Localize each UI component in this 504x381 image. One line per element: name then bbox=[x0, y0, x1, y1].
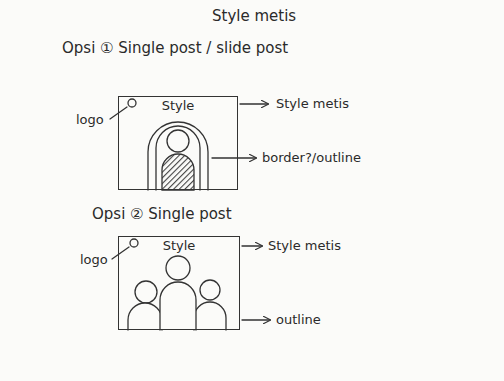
sketch-note: logo bbox=[76, 112, 104, 128]
sketch-note: Opsi ① Single post / slide post bbox=[62, 40, 288, 56]
post-frame: Style bbox=[118, 236, 240, 330]
person-body bbox=[128, 303, 162, 330]
person-head bbox=[166, 256, 190, 280]
leader-line bbox=[212, 157, 256, 158]
sketch-note: logo bbox=[80, 252, 108, 268]
sketch-title: Style metis bbox=[212, 8, 296, 24]
person-head bbox=[135, 281, 157, 303]
leader-line bbox=[242, 245, 262, 246]
sketch-note: Style metis bbox=[268, 238, 341, 254]
person-body bbox=[160, 282, 196, 330]
logo-circle bbox=[130, 239, 138, 247]
sketch-note: Opsi ② Single post bbox=[92, 206, 232, 222]
frame-heading: Style bbox=[119, 97, 237, 113]
person-body bbox=[162, 154, 194, 190]
leader-line bbox=[242, 319, 270, 320]
frame-heading: Style bbox=[119, 237, 239, 253]
outline-arch bbox=[148, 122, 208, 190]
person-head bbox=[167, 130, 189, 152]
person-body bbox=[194, 302, 226, 330]
sketch-note: Style metis bbox=[276, 96, 349, 112]
leader-line bbox=[240, 103, 268, 104]
sketch-note: border?/outline bbox=[262, 150, 361, 166]
outline-arch bbox=[156, 126, 200, 190]
person-head bbox=[200, 280, 220, 300]
leader-line bbox=[112, 247, 129, 259]
logo-circle bbox=[128, 99, 136, 107]
post-frame: Style bbox=[118, 96, 238, 190]
sketch-note: outline bbox=[276, 312, 321, 328]
